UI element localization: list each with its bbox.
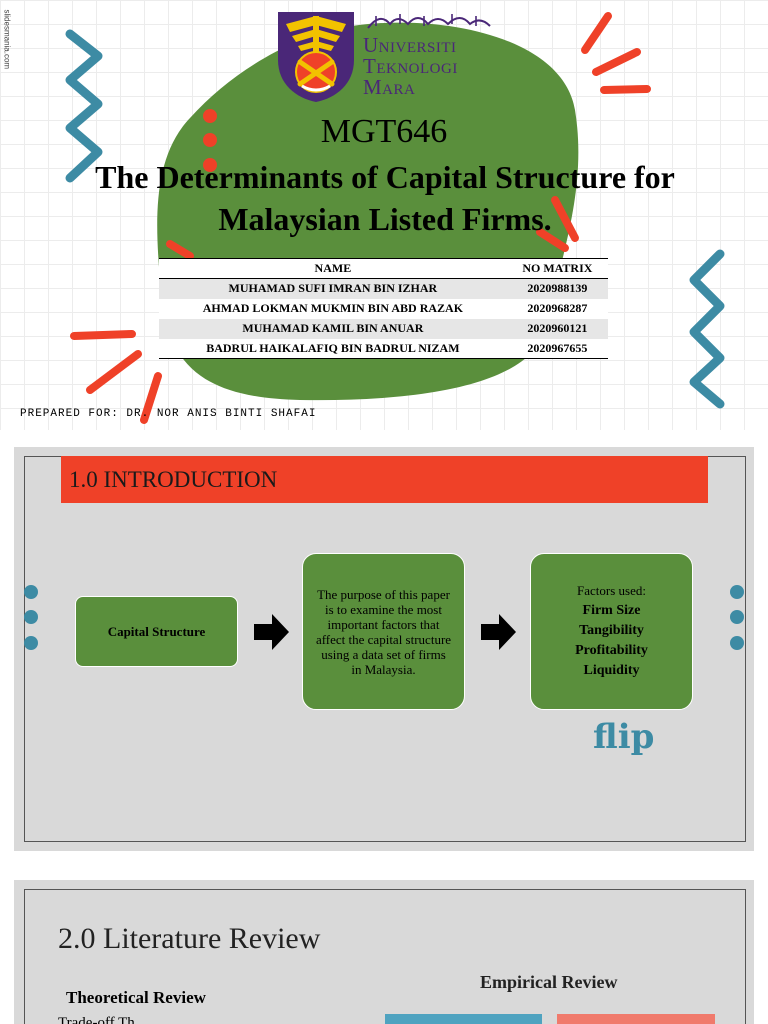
factor-item: Profitability bbox=[575, 642, 648, 658]
empirical-review-heading: Empirical Review bbox=[480, 972, 618, 992]
table-row: BADRUL HAIKALAFIQ BIN BADRUL NIZAM 20209… bbox=[159, 338, 608, 359]
member-matrix: 2020967655 bbox=[506, 338, 608, 359]
purpose-box: The purpose of this paper is to examine … bbox=[302, 553, 465, 710]
member-matrix: 2020968287 bbox=[506, 298, 608, 319]
teal-zigzag-left bbox=[65, 29, 103, 183]
red-dashes-top-right bbox=[581, 12, 651, 94]
factors-label: Factors used: bbox=[577, 582, 646, 598]
university-name: Universiti Teknologi Mara bbox=[363, 35, 458, 98]
red-dash-title bbox=[166, 240, 194, 260]
teal-dot bbox=[24, 585, 38, 599]
literature-review-heading: 2.0 Literature Review bbox=[58, 922, 321, 955]
arabic-motto-calligraphy bbox=[367, 14, 491, 29]
red-dashes-bottom-left bbox=[70, 330, 162, 424]
members-table: NAME NO MATRIX MUHAMAD SUFI IMRAN BIN IZ… bbox=[159, 258, 608, 359]
teal-dot bbox=[730, 585, 744, 599]
course-code: MGT646 bbox=[320, 113, 448, 150]
capital-structure-box: Capital Structure bbox=[75, 596, 238, 667]
teal-dot bbox=[24, 610, 38, 624]
factor-item: Firm Size bbox=[582, 602, 641, 618]
university-name-line: Teknologi bbox=[363, 54, 458, 78]
teal-zigzag-right bbox=[689, 249, 725, 409]
teal-dot bbox=[730, 610, 744, 624]
member-name: BADRUL HAIKALAFIQ BIN BADRUL NIZAM bbox=[159, 338, 507, 359]
trade-off-theory-item: Trade-off Th... bbox=[58, 1015, 147, 1024]
red-dots-left bbox=[203, 109, 217, 172]
member-name: MUHAMAD KAMIL BIN ANUAR bbox=[159, 318, 507, 339]
table-row: MUHAMAD KAMIL BIN ANUAR 2020960121 bbox=[159, 318, 608, 339]
member-matrix: 2020988139 bbox=[506, 278, 608, 299]
university-logo-icon bbox=[278, 12, 354, 102]
university-name-line: Universiti bbox=[363, 33, 457, 57]
right-arrow-icon bbox=[481, 614, 516, 650]
literature-review-slide-frame bbox=[24, 889, 746, 1024]
member-matrix: 2020960121 bbox=[506, 318, 608, 339]
factor-item: Tangibility bbox=[579, 622, 644, 638]
title-slide: slidesmania.com Universiti Teknologi Mar… bbox=[0, 0, 768, 430]
table-header-row: NAME NO MATRIX bbox=[159, 258, 608, 279]
university-name-line: Mara bbox=[363, 75, 416, 99]
factor-item: Liquidity bbox=[583, 662, 640, 678]
teal-dot bbox=[24, 636, 38, 650]
prepared-for-text: PREPARED FOR: DR. NOR ANIS BINTI SHAFAI bbox=[20, 408, 317, 420]
header-name: NAME bbox=[159, 258, 507, 279]
theoretical-review-heading: Theoretical Review bbox=[66, 988, 206, 1007]
member-name: MUHAMAD SUFI IMRAN BIN IZHAR bbox=[159, 278, 507, 299]
empirical-card-red bbox=[557, 1014, 715, 1024]
header-matrix: NO MATRIX bbox=[506, 258, 608, 279]
factors-box: Factors used: Firm Size Tangibility Prof… bbox=[530, 553, 693, 710]
right-arrow-icon bbox=[254, 614, 289, 650]
watermark-text: slidesmania.com bbox=[2, 9, 12, 70]
red-dashes-mid-right bbox=[536, 196, 579, 252]
table-row: AHMAD LOKMAN MUKMIN BIN ABD RAZAK 202096… bbox=[159, 298, 608, 319]
teal-dot bbox=[730, 636, 744, 650]
empirical-card-blue bbox=[385, 1014, 542, 1024]
introduction-heading: 1.0 INTRODUCTION bbox=[61, 456, 708, 503]
table-row: MUHAMAD SUFI IMRAN BIN IZHAR 2020988139 bbox=[159, 278, 608, 299]
presentation-title: The Determinants of Capital Structure fo… bbox=[95, 159, 675, 237]
flip-link[interactable]: flip bbox=[593, 717, 655, 757]
decorative-shapes bbox=[65, 12, 725, 424]
member-name: AHMAD LOKMAN MUKMIN BIN ABD RAZAK bbox=[159, 298, 507, 319]
